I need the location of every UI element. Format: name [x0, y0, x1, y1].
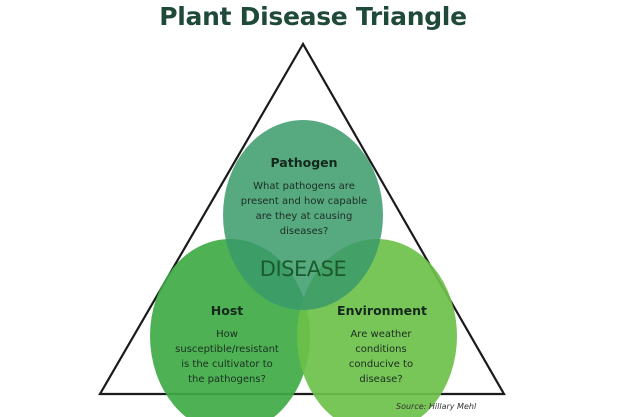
pathogen-circle	[223, 120, 383, 310]
environment-line-4: disease?	[359, 374, 402, 385]
host-line-1: How	[216, 329, 238, 340]
host-line-2: susceptible/resistant	[175, 344, 279, 355]
triangle-outline	[98, 41, 506, 396]
environment-line-1: Are weather	[350, 329, 412, 340]
host-line-4: the pathogens?	[188, 374, 266, 385]
source-credit: Source: Hillary Mehl	[396, 402, 477, 411]
diagram-title: Plant Disease Triangle	[159, 2, 467, 31]
environment-title: Environment	[337, 303, 427, 318]
pathogen-line-1: What pathogens are	[253, 181, 355, 192]
pathogen-title: Pathogen	[270, 155, 337, 170]
environment-line-3: conducive to	[349, 359, 413, 370]
environment-line-2: conditions	[355, 344, 406, 355]
host-title: Host	[211, 303, 243, 318]
disease-center-label: DISEASE	[260, 257, 346, 281]
pathogen-line-2: present and how capable	[241, 196, 367, 207]
pathogen-line-4: diseases?	[280, 226, 329, 237]
host-line-3: is the cultivator to	[181, 359, 272, 370]
pathogen-line-3: are they at causing	[256, 211, 353, 222]
